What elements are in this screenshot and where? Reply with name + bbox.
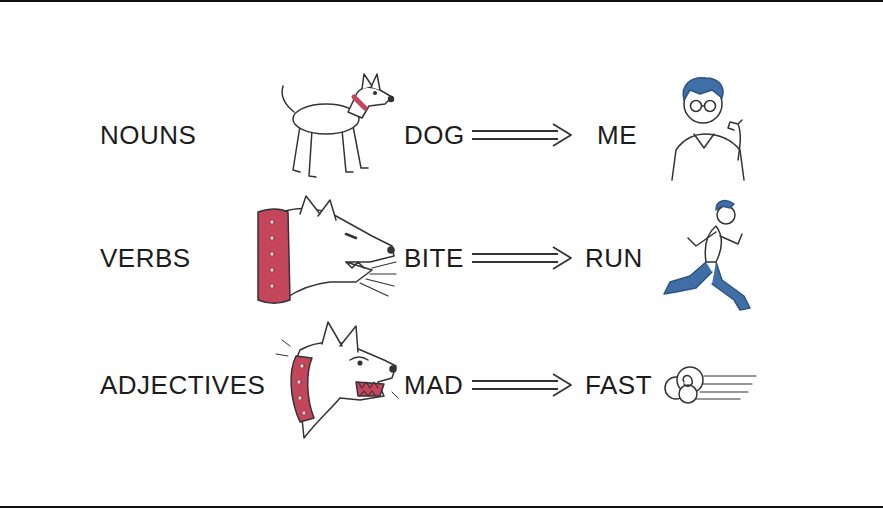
- row-heading: ADJECTIVES: [100, 372, 265, 398]
- snarl-lines: [276, 340, 398, 398]
- dog-eye: [346, 234, 356, 238]
- word: DOG: [404, 122, 465, 148]
- man-glasses: [702, 105, 705, 107]
- collar-stud: [302, 411, 306, 415]
- dog-collar: [291, 356, 314, 422]
- runner-head: [717, 206, 735, 224]
- dog-teeth: [358, 382, 378, 396]
- collar-stud: [298, 396, 302, 400]
- collar-stud: [270, 284, 274, 288]
- speed-lines: [696, 376, 756, 399]
- collar-stud: [270, 268, 274, 272]
- frame-line: [0, 0, 883, 2]
- runner-shirt: [705, 226, 721, 262]
- arrow: [472, 124, 571, 146]
- word: MAD: [404, 372, 463, 398]
- runner-arms: [688, 232, 742, 246]
- word: ME: [597, 122, 637, 148]
- dog-collar: [258, 209, 290, 303]
- collar-stud: [297, 380, 301, 384]
- man-body: [672, 134, 744, 180]
- word: FAST: [585, 372, 652, 398]
- speed-swirl: [683, 376, 692, 387]
- collar-stud: [300, 364, 304, 368]
- dog-ears: [322, 322, 358, 352]
- dog-head: [348, 87, 392, 118]
- dog-ears: [300, 196, 336, 220]
- dog-nose: [389, 97, 394, 102]
- arrow: [472, 374, 571, 396]
- dog-tail: [282, 86, 294, 112]
- runner-legs: [664, 262, 750, 310]
- row-heading: VERBS: [100, 245, 191, 271]
- man-glasses: [705, 101, 716, 112]
- collar-stud: [270, 252, 274, 256]
- man-collar: [694, 134, 714, 148]
- bark-lines: [360, 262, 396, 296]
- frame-line: [0, 506, 883, 508]
- man-hand: [728, 120, 742, 160]
- speed-cloud: [679, 385, 697, 403]
- dog-eye: [374, 92, 377, 95]
- dog-nose: [388, 247, 394, 253]
- dog-nose: [390, 366, 396, 372]
- row-heading: NOUNS: [100, 122, 196, 148]
- man-glasses: [691, 101, 702, 112]
- dog-head: [296, 342, 396, 438]
- collar-stud: [270, 236, 274, 240]
- dog-teeth: [346, 262, 364, 268]
- word: RUN: [585, 245, 643, 271]
- dog-brow: [350, 357, 368, 360]
- collar-stud: [270, 220, 274, 224]
- dog-ears: [362, 74, 380, 90]
- runner-hair: [716, 201, 734, 210]
- dog-mouth: [356, 382, 384, 396]
- dog-collar: [354, 97, 365, 108]
- arrow: [472, 247, 571, 269]
- dog-head: [282, 209, 394, 298]
- dog-eye: [358, 361, 362, 365]
- man-hair: [683, 78, 723, 100]
- word: BITE: [404, 245, 464, 271]
